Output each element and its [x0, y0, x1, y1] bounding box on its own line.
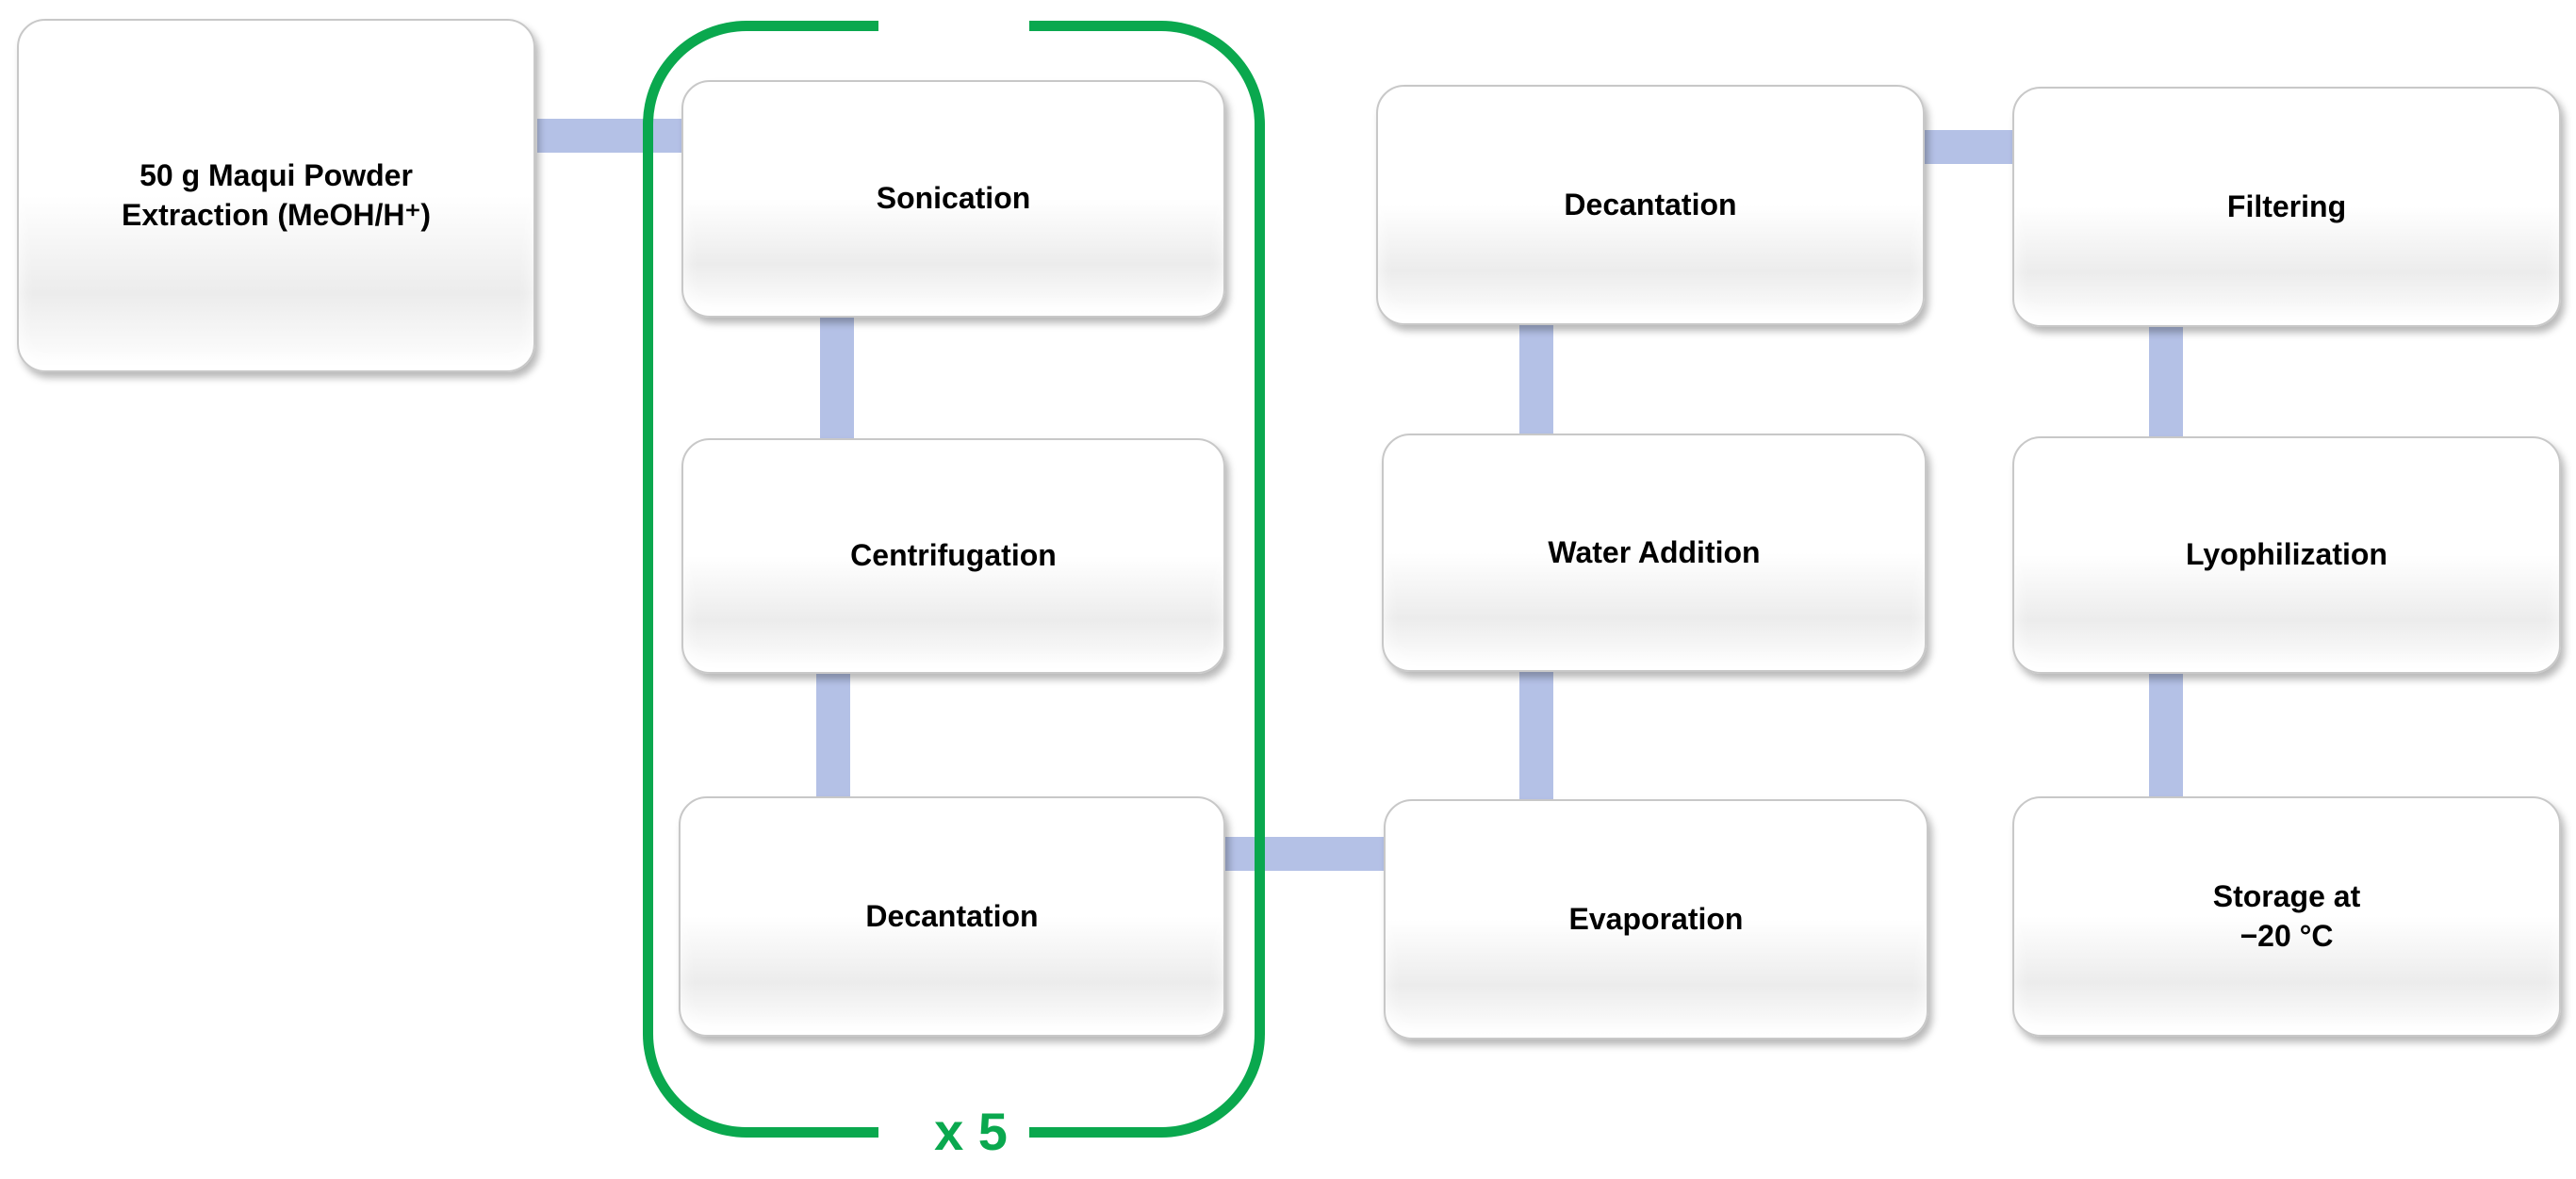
step-storage: Storage at −20 °C — [2012, 796, 2561, 1037]
connector-sonication-to-centrifugation — [820, 311, 854, 443]
step-extraction: 50 g Maqui Powder Extraction (MeOH/H⁺) — [17, 19, 535, 372]
connector-decantation-to-evaporation — [1216, 837, 1390, 871]
repeat-count-label: x 5 — [934, 1102, 1008, 1161]
repeat-bracket-left — [643, 21, 878, 1138]
connector-evaporation-to-water-addition — [1519, 664, 1553, 806]
step-extraction-label: 50 g Maqui Powder Extraction (MeOH/H⁺) — [121, 157, 432, 232]
connector-lyophilization-to-storage — [2149, 667, 2183, 809]
step-centrifugation-label: Centrifugation — [850, 538, 1057, 573]
step-decantation-2: Decantation — [1376, 85, 1925, 325]
step-filtering-label: Filtering — [2226, 188, 2347, 223]
connector-centrifugation-to-decantation — [816, 669, 850, 801]
step-decantation-2-label: Decantation — [1564, 187, 1737, 221]
step-lyophilization-label: Lyophilization — [2186, 537, 2387, 572]
step-lyophilization: Lyophilization — [2012, 436, 2561, 674]
step-sonication-label: Sonication — [876, 181, 1031, 216]
step-centrifugation: Centrifugation — [681, 438, 1225, 674]
step-filtering: Filtering — [2012, 87, 2561, 327]
connector-filtering-to-lyophilization — [2149, 325, 2183, 443]
step-water-addition-label: Water Addition — [1548, 534, 1761, 569]
repeat-bracket-right — [1029, 21, 1265, 1138]
step-evaporation-label: Evaporation — [1568, 901, 1744, 936]
step-sonication: Sonication — [681, 80, 1225, 318]
connector-water-addition-to-decantation — [1519, 319, 1553, 441]
step-decantation-1-label: Decantation — [865, 898, 1039, 933]
step-water-addition: Water Addition — [1382, 434, 1927, 672]
connector-extraction-to-sonication — [537, 119, 688, 153]
step-storage-label: Storage at −20 °C — [2212, 878, 2361, 953]
step-decantation-1: Decantation — [679, 796, 1225, 1037]
step-evaporation: Evaporation — [1384, 799, 1928, 1040]
